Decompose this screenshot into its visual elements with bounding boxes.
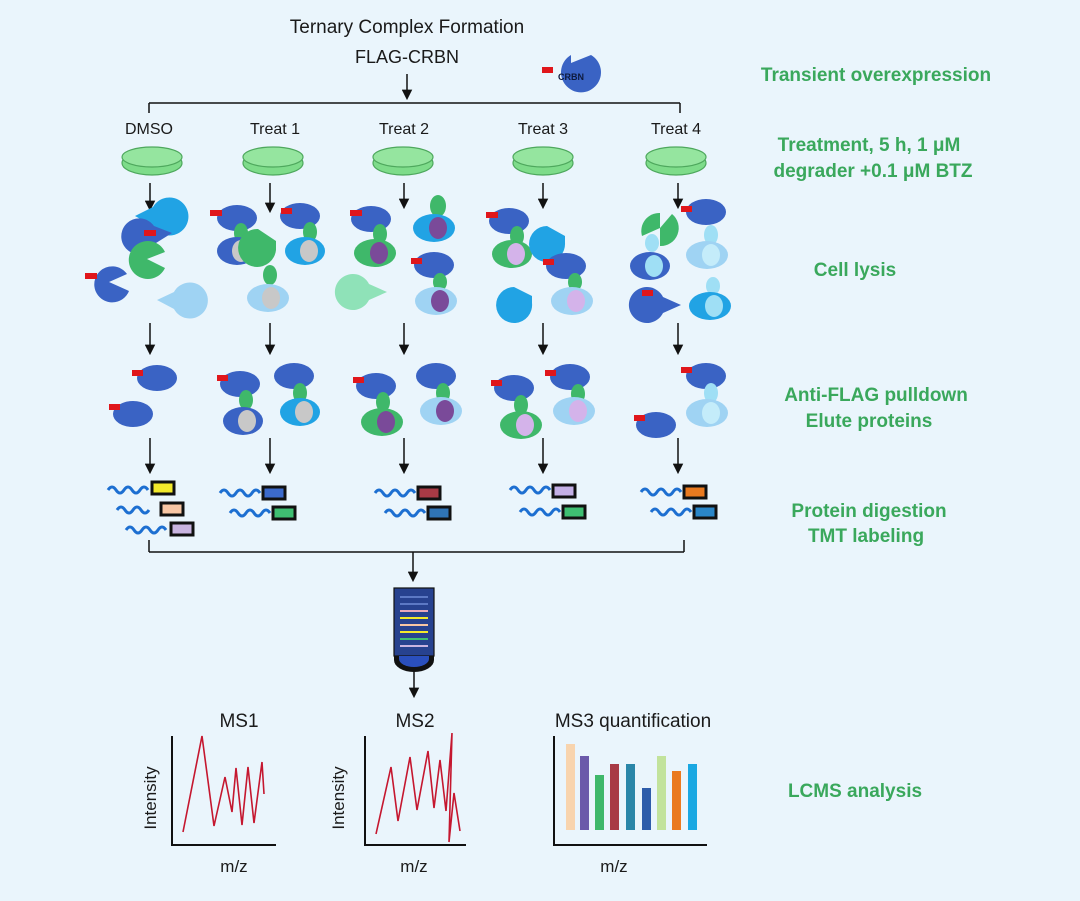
condition-label-treat-2: Treat 2	[379, 121, 429, 138]
ms1-spectrum: Intensity m/z	[141, 735, 276, 876]
ms1-trace	[182, 735, 265, 833]
ms3-bar	[672, 771, 681, 830]
step-overexpression: Transient overexpression	[761, 65, 991, 86]
ms3-quant-plot: m/z	[553, 736, 707, 876]
ms2-trace	[375, 732, 461, 843]
condition-label-treat-3: Treat 3	[518, 121, 568, 138]
ms1-title: MS1	[219, 711, 258, 732]
crbn-icon-label: CRBN	[558, 72, 584, 82]
ms3-bar	[580, 756, 589, 830]
lysate-treat-4-complexes	[628, 199, 731, 323]
ms1-ylabel: Intensity	[141, 766, 160, 830]
ms2-title: MS2	[395, 711, 434, 732]
step-lcms: LCMS analysis	[788, 781, 922, 802]
condition-label-dmso: DMSO	[125, 121, 173, 138]
diagram-title: Ternary Complex Formation	[290, 17, 524, 38]
ms3-bar	[610, 764, 619, 830]
culture-dish-dmso-icon	[121, 146, 183, 176]
pulldown-dmso	[109, 365, 177, 427]
peptides-treat-2	[373, 485, 452, 521]
condition-label-treat-4: Treat 4	[651, 121, 701, 138]
lysate-dmso-proteins	[85, 197, 208, 319]
condition-label-treat-1: Treat 1	[250, 121, 300, 138]
ms3-bar	[595, 775, 604, 830]
peptides-dmso	[106, 480, 195, 537]
ms2-spectrum: Intensity m/z	[329, 732, 466, 876]
pulldown-treat-1	[217, 363, 320, 435]
ms3-bar	[688, 764, 697, 830]
pulldown-treat-2	[353, 363, 462, 436]
construct-label: FLAG-CRBN	[355, 47, 459, 67]
step-treatment-line1: Treatment, 5 h, 1 μM	[778, 135, 961, 156]
split-bracket	[148, 74, 681, 113]
combine-bracket	[148, 540, 685, 583]
pulldown-treat-4	[634, 363, 728, 438]
ms3-title: MS3 quantification	[555, 711, 711, 732]
ms1-xlabel: m/z	[220, 857, 247, 876]
lysate-treat-1-complexes	[210, 203, 325, 312]
step-pulldown-line1: Anti-FLAG pulldown	[784, 385, 968, 406]
ms2-xlabel: m/z	[400, 857, 427, 876]
peptides-treat-1	[218, 485, 297, 521]
ms3-bar	[642, 788, 651, 830]
culture-dishes	[121, 146, 707, 176]
ms2-ylabel: Intensity	[329, 766, 348, 830]
ms3-bar	[626, 764, 635, 830]
culture-dish-treat-1-icon	[242, 146, 304, 176]
peptides-treat-3	[508, 483, 587, 520]
lysate-treat-3-complexes	[486, 208, 593, 323]
peptides-treat-4	[639, 484, 718, 520]
step-pulldown-line2: Elute proteins	[806, 411, 933, 432]
step-digestion-line1: Protein digestion	[791, 501, 946, 522]
crbn-flag-icon: CRBN	[542, 55, 601, 93]
column-arrows	[144, 183, 684, 475]
ms3-xlabel: m/z	[600, 857, 627, 876]
pulldown-treat-3	[491, 364, 595, 439]
culture-dish-treat-3-icon	[512, 146, 574, 176]
culture-dish-treat-2-icon	[372, 146, 434, 176]
ms3-bar	[566, 744, 575, 830]
step-cell-lysis: Cell lysis	[814, 260, 896, 281]
lysate-treat-2-complexes	[334, 195, 457, 315]
step-treatment-line2: degrader +0.1 μM BTZ	[773, 161, 972, 182]
culture-dish-treat-4-icon	[645, 146, 707, 176]
ms3-bar	[657, 756, 666, 830]
lc-column-icon	[393, 587, 435, 699]
step-digestion-line2: TMT labeling	[808, 526, 924, 547]
